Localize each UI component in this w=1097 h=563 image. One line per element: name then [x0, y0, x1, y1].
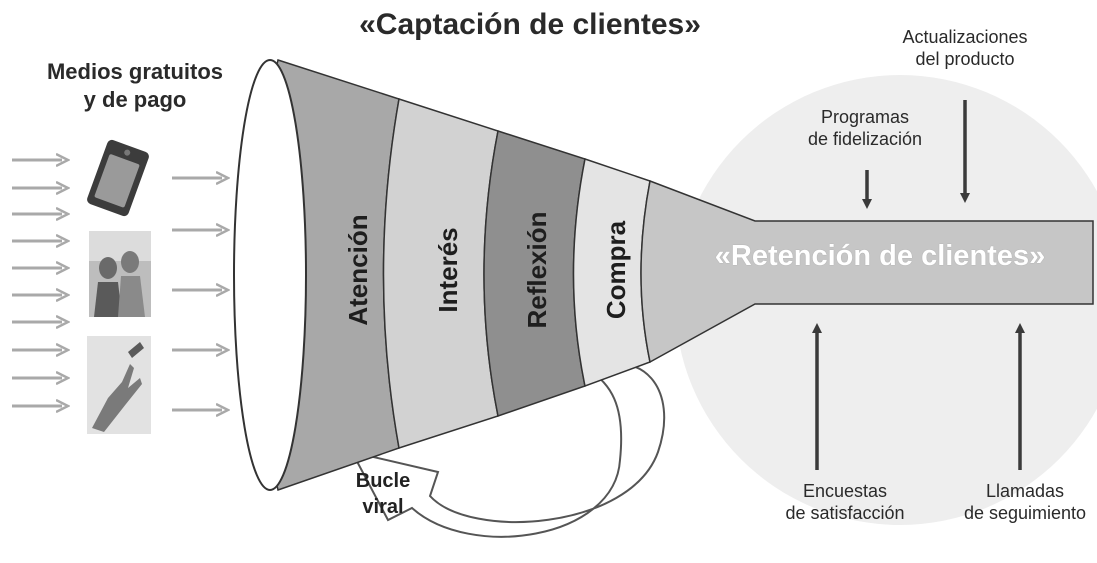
retention-arrows — [812, 100, 1025, 470]
incoming-arrows-left — [12, 160, 62, 406]
viral-loop-arrow — [350, 363, 666, 538]
stage-label-compra: Compra — [601, 220, 631, 320]
label-actualizaciones: Actualizaciones del producto — [902, 27, 1028, 69]
diagram-title: «Captación de clientes» — [359, 8, 701, 41]
viral-loop-label: Bucle viral — [355, 470, 411, 518]
stage-label-atencion: Atención — [343, 214, 373, 326]
stage-label-interes: Interés — [433, 227, 463, 313]
label-encuestas: Encuestas de satisfacción — [785, 481, 905, 523]
incoming-arrows-right — [172, 178, 222, 410]
funnel-mouth — [233, 59, 307, 491]
label-llamadas: Llamadas de seguimiento — [963, 481, 1087, 523]
tablet-icon — [87, 139, 149, 217]
retention-label: «Retención de clientes» — [714, 240, 1046, 272]
label-programas: Programas de fidelización — [807, 107, 923, 149]
media-label: Medios gratuitos y de pago — [46, 59, 223, 112]
people-photo-icon — [89, 231, 151, 317]
funnel-neck — [640, 179, 1094, 364]
hand-photo-icon — [87, 336, 151, 434]
stage-label-reflexion: Reflexión — [522, 211, 552, 329]
